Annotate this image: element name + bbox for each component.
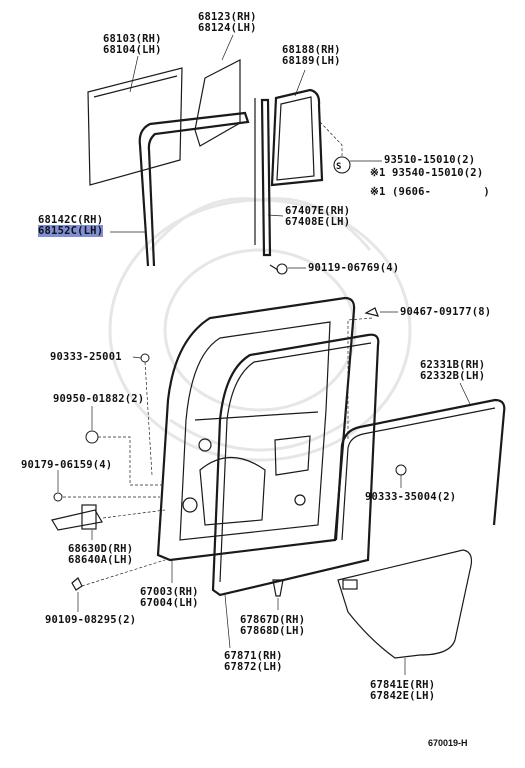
label-67004-lh: 67004(LH) <box>140 597 199 609</box>
quarter-window <box>270 88 324 187</box>
small-hardware <box>71 353 407 597</box>
label-68189-lh: 68189(LH) <box>282 55 341 67</box>
door-glass <box>194 59 241 147</box>
label-68124-lh: 68124(LH) <box>198 22 257 34</box>
label-68123-rh: 68123(RH) <box>198 11 257 23</box>
clip-s-mark: S <box>336 162 342 172</box>
label-93540: ※1 93540-15010(2) <box>370 167 484 179</box>
label-90467: 90467-09177(8) <box>400 306 492 318</box>
label-67871-rh: 67871(RH) <box>224 650 283 662</box>
label-90333-25001: 90333-25001 <box>50 351 122 363</box>
figure-code: 670019-H <box>428 738 468 748</box>
label-67872-lh: 67872(LH) <box>224 661 283 673</box>
hole-cover <box>337 549 473 659</box>
label-90119: 90119-06769(4) <box>308 262 400 274</box>
label-68103-rh: 68103(RH) <box>103 33 162 45</box>
label-67407e-rh: 67407E(RH) <box>285 205 351 217</box>
label-68640a-lh: 68640A(LH) <box>68 554 134 566</box>
label-62332b-lh: 62332B(LH) <box>420 370 486 382</box>
label-90109: 90109-08295(2) <box>45 614 137 626</box>
fixed-glass <box>87 67 183 186</box>
label-68152c-lh-highlighted[interactable]: 68152C(LH) <box>38 225 104 237</box>
label-68630d-rh: 68630D(RH) <box>68 543 134 555</box>
label-93510: 93510-15010(2) <box>384 154 476 166</box>
label-90179: 90179-06159(4) <box>21 459 113 471</box>
label-68188-rh: 68188(RH) <box>282 44 341 56</box>
bolt-icon <box>269 263 288 275</box>
label-67003-rh: 67003(RH) <box>140 586 199 598</box>
label-67408e-lh: 67408E(LH) <box>285 216 351 228</box>
label-62331b-rh: 62331B(RH) <box>420 359 486 371</box>
clip-s-icon <box>333 156 351 174</box>
label-67867d-rh: 67867D(RH) <box>240 614 306 626</box>
label-9606: ※1 (9606- ) <box>370 186 490 198</box>
door-weatherstrip <box>211 333 380 597</box>
door-hinge <box>51 492 103 531</box>
label-68142c-rh: 68142C(RH) <box>38 214 104 226</box>
clip-90467-icon <box>364 307 379 317</box>
run-channel <box>138 111 250 267</box>
door-panel <box>156 296 356 562</box>
roof-weatherstrip <box>334 398 506 541</box>
label-67841e-rh: 67841E(RH) <box>370 679 436 691</box>
watermark-logo <box>108 197 412 462</box>
leader-lines <box>57 34 471 675</box>
label-90333-35004: 90333-35004(2) <box>365 491 457 503</box>
label-67842e-lh: 67842E(LH) <box>370 690 436 702</box>
label-67868d-lh: 67868D(LH) <box>240 625 306 637</box>
label-68104-lh: 68104(LH) <box>103 44 162 56</box>
division-bar <box>254 98 272 257</box>
label-90950: 90950-01882(2) <box>53 393 145 405</box>
